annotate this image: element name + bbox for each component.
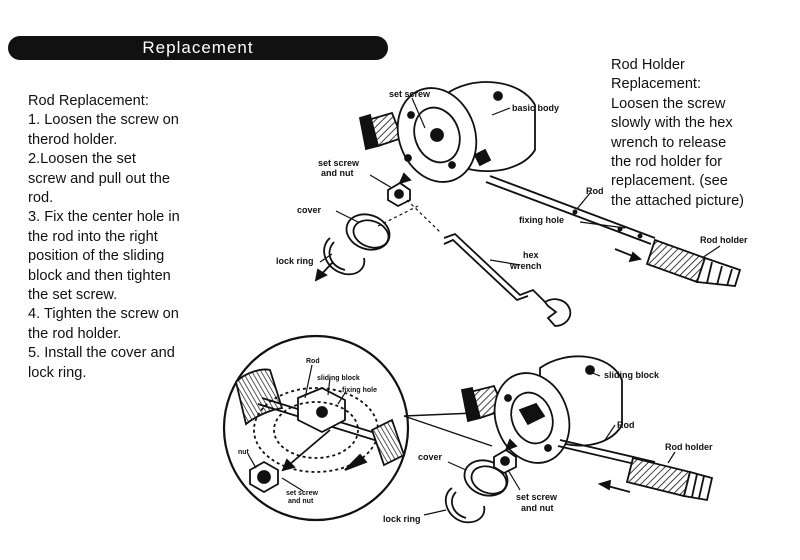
instruction-line: 3. Fix the center hole in bbox=[28, 209, 180, 226]
bottom-assembly bbox=[423, 355, 714, 524]
label-set-screw: set screw bbox=[389, 89, 431, 99]
rod-holder-line: Loosen the screw bbox=[611, 95, 726, 112]
rod-holder-line: Rod Holder bbox=[611, 57, 685, 73]
bottom-labels: sliding block Rod Rod holder cover set s… bbox=[383, 370, 713, 524]
rod-holder-line: the rod holder for bbox=[611, 154, 723, 171]
top-set-screw-nut bbox=[387, 172, 412, 208]
instruction-line: 1. Loosen the screw on bbox=[28, 112, 179, 129]
rod-holder-line: Replacement: bbox=[611, 76, 702, 93]
inset-label-nut: nut bbox=[238, 449, 250, 456]
instruction-line: 4. Tighten the screw on bbox=[28, 306, 179, 323]
label-cover: cover bbox=[297, 205, 322, 215]
rod-replacement-heading: Rod Replacement: bbox=[28, 93, 149, 109]
top-assembly bbox=[314, 81, 742, 327]
instruction-line: the rod holder. bbox=[28, 325, 122, 342]
instruction-line: screw and pull out the bbox=[28, 170, 170, 187]
instruction-line: therod holder. bbox=[28, 131, 118, 148]
label-set-screw-nut-bottom-line2: and nut bbox=[521, 503, 554, 513]
instruction-line: rod. bbox=[28, 190, 54, 207]
section-title-banner: Replacement bbox=[8, 36, 388, 60]
label-cover-bottom: cover bbox=[418, 452, 443, 462]
inset-label-fixing-hole: fixing hole bbox=[342, 387, 377, 394]
top-cover bbox=[345, 213, 391, 251]
instruction-line: 5. Install the cover and bbox=[28, 345, 175, 362]
inset-labels: Rod sliding block fixing hole nut set sc… bbox=[238, 358, 377, 505]
instruction-line: the set screw. bbox=[28, 287, 118, 304]
magnified-inset bbox=[222, 334, 499, 522]
top-rod bbox=[485, 175, 656, 245]
rod-holder-line: wrench to release bbox=[611, 134, 727, 151]
rod-holder-line: the attached picture) bbox=[611, 192, 745, 209]
instruction-line: lock ring. bbox=[28, 364, 87, 381]
label-fixing-hole: fixing hole bbox=[519, 215, 564, 225]
label-basic-body: basic body bbox=[512, 103, 559, 113]
inset-label-rod: Rod bbox=[306, 358, 320, 365]
rod-replacement-instructions: Rod Replacement: 1. Loosen the screw on … bbox=[28, 92, 238, 383]
label-set-screw-nut-bottom-line1: set screw bbox=[516, 492, 558, 502]
inset-label-set-screw-nut-line2: and nut bbox=[288, 498, 314, 505]
hex-wrench bbox=[443, 232, 572, 327]
label-sliding-block: sliding block bbox=[604, 370, 660, 380]
section-title: Replacement bbox=[142, 38, 254, 57]
inset-label-set-screw-nut-line1: set screw bbox=[286, 490, 318, 497]
top-arrows bbox=[314, 248, 642, 282]
label-hex-line2: wrench bbox=[509, 261, 542, 271]
label-set-screw-nut-line1: set screw bbox=[318, 158, 360, 168]
top-leader-lines bbox=[319, 97, 721, 266]
top-rod-holder bbox=[645, 238, 742, 287]
inset-label-sliding-block: sliding block bbox=[317, 375, 360, 382]
top-lock-ring bbox=[323, 237, 366, 276]
label-set-screw-nut-line2: and nut bbox=[321, 168, 354, 178]
label-lock-ring: lock ring bbox=[276, 256, 314, 266]
instruction-line: 2.Loosen the set bbox=[28, 151, 136, 168]
label-rod-holder-bottom: Rod holder bbox=[665, 442, 713, 452]
label-rod: Rod bbox=[586, 186, 604, 196]
instruction-line: the rod into the right bbox=[28, 228, 158, 245]
label-rod-holder: Rod holder bbox=[700, 235, 748, 245]
instruction-line: position of the sliding bbox=[28, 248, 165, 265]
label-rod-bottom: Rod bbox=[617, 420, 635, 430]
rod-holder-line: slowly with the hex bbox=[611, 115, 733, 132]
rod-holder-line: replacement. (see bbox=[611, 173, 728, 190]
label-lock-ring-bottom: lock ring bbox=[383, 514, 421, 524]
label-hex-line1: hex bbox=[523, 250, 539, 260]
top-labels: set screw basic body set screw and nut c… bbox=[276, 89, 748, 271]
instruction-line: block and then tighten bbox=[28, 267, 171, 284]
rod-holder-replacement-instructions: Rod Holder Replacement: Loosen the screw… bbox=[611, 56, 796, 211]
